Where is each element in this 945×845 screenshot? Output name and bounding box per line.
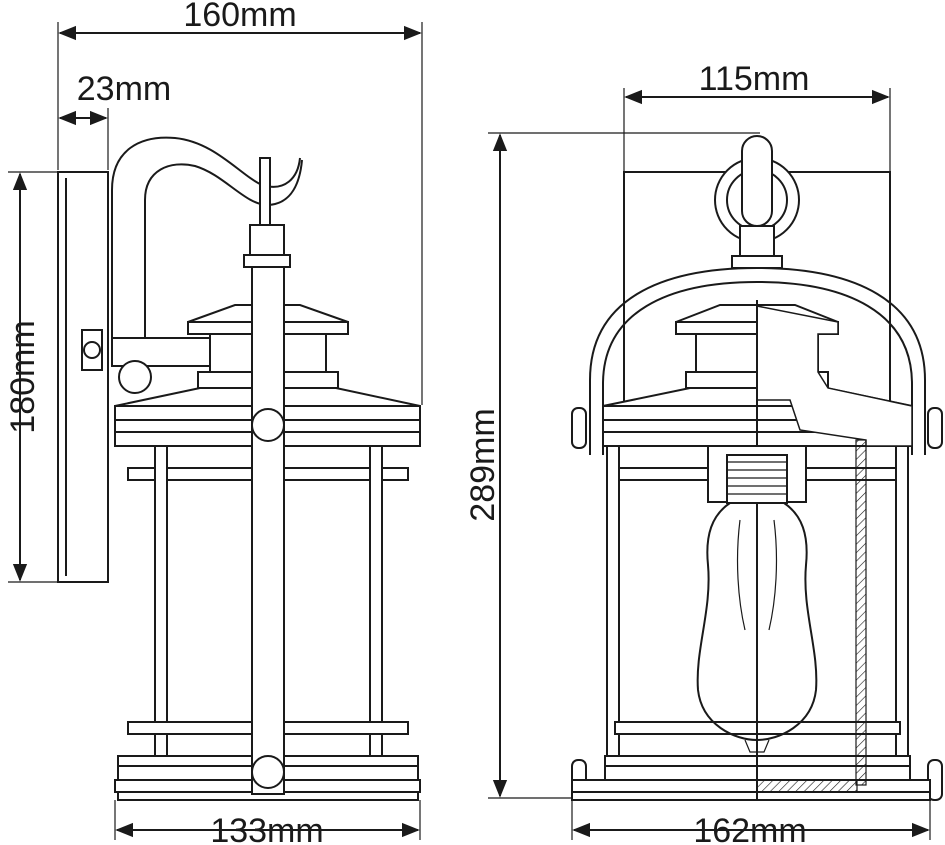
cage-post-right (369, 445, 383, 757)
dim-label-133: 133mm (210, 812, 323, 845)
dim-label-23: 23mm (77, 70, 171, 108)
edison-bulb (696, 502, 818, 742)
arm-bracket (111, 337, 213, 367)
arch-handle (589, 266, 926, 455)
side-view (8, 22, 423, 840)
dim-label-162: 162mm (693, 812, 806, 845)
pivot-left-top (571, 407, 587, 449)
dim-label-180: 180mm (4, 320, 42, 433)
pivot-right-top (927, 407, 943, 449)
cage-post-left (154, 445, 168, 757)
dim-label-160: 160mm (183, 0, 296, 34)
dim-label-115: 115mm (699, 60, 810, 98)
front-view (488, 88, 943, 840)
dim-label-289: 289mm (464, 408, 502, 521)
front-strap (251, 266, 285, 795)
glass-section (855, 439, 867, 786)
